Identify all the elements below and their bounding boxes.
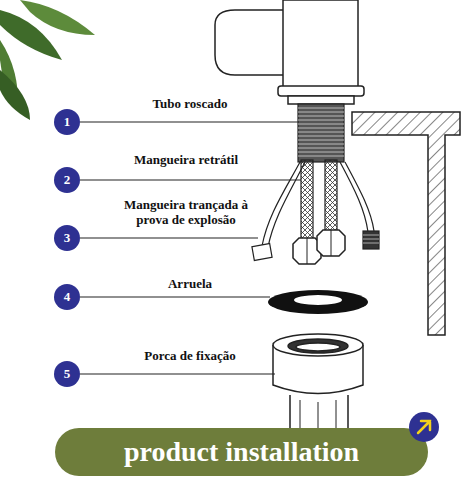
arrow-icon [418,421,430,433]
callout-number: 5 [54,361,80,387]
braided-hose [293,160,345,264]
faucet-body [215,0,364,104]
arrow-circle [409,412,439,442]
banner-band: product installation [55,428,428,476]
counter [352,112,460,335]
leaves [0,0,95,120]
part-label: Porca de fixação [110,348,270,363]
part-label: Mangueira retrátil [101,152,271,167]
callout-text: 5 [64,366,71,382]
callout-number: 1 [54,109,80,135]
part-label: Tubo roscado [110,96,270,111]
washer [268,290,368,314]
part-label: Arruela [130,276,250,291]
callout-number: 2 [54,167,80,193]
threaded-tube [298,104,344,162]
callout-text: 1 [64,114,71,130]
callout-text: 2 [64,172,71,188]
callout-text: 4 [64,289,71,305]
callout-number: 3 [54,225,80,251]
callout-number: 4 [54,284,80,310]
leader-lines [80,122,301,374]
banner-text: product installation [124,436,359,468]
part-label: Mangueira trançada à prova de explosão [111,197,261,227]
callout-text: 3 [64,230,71,246]
